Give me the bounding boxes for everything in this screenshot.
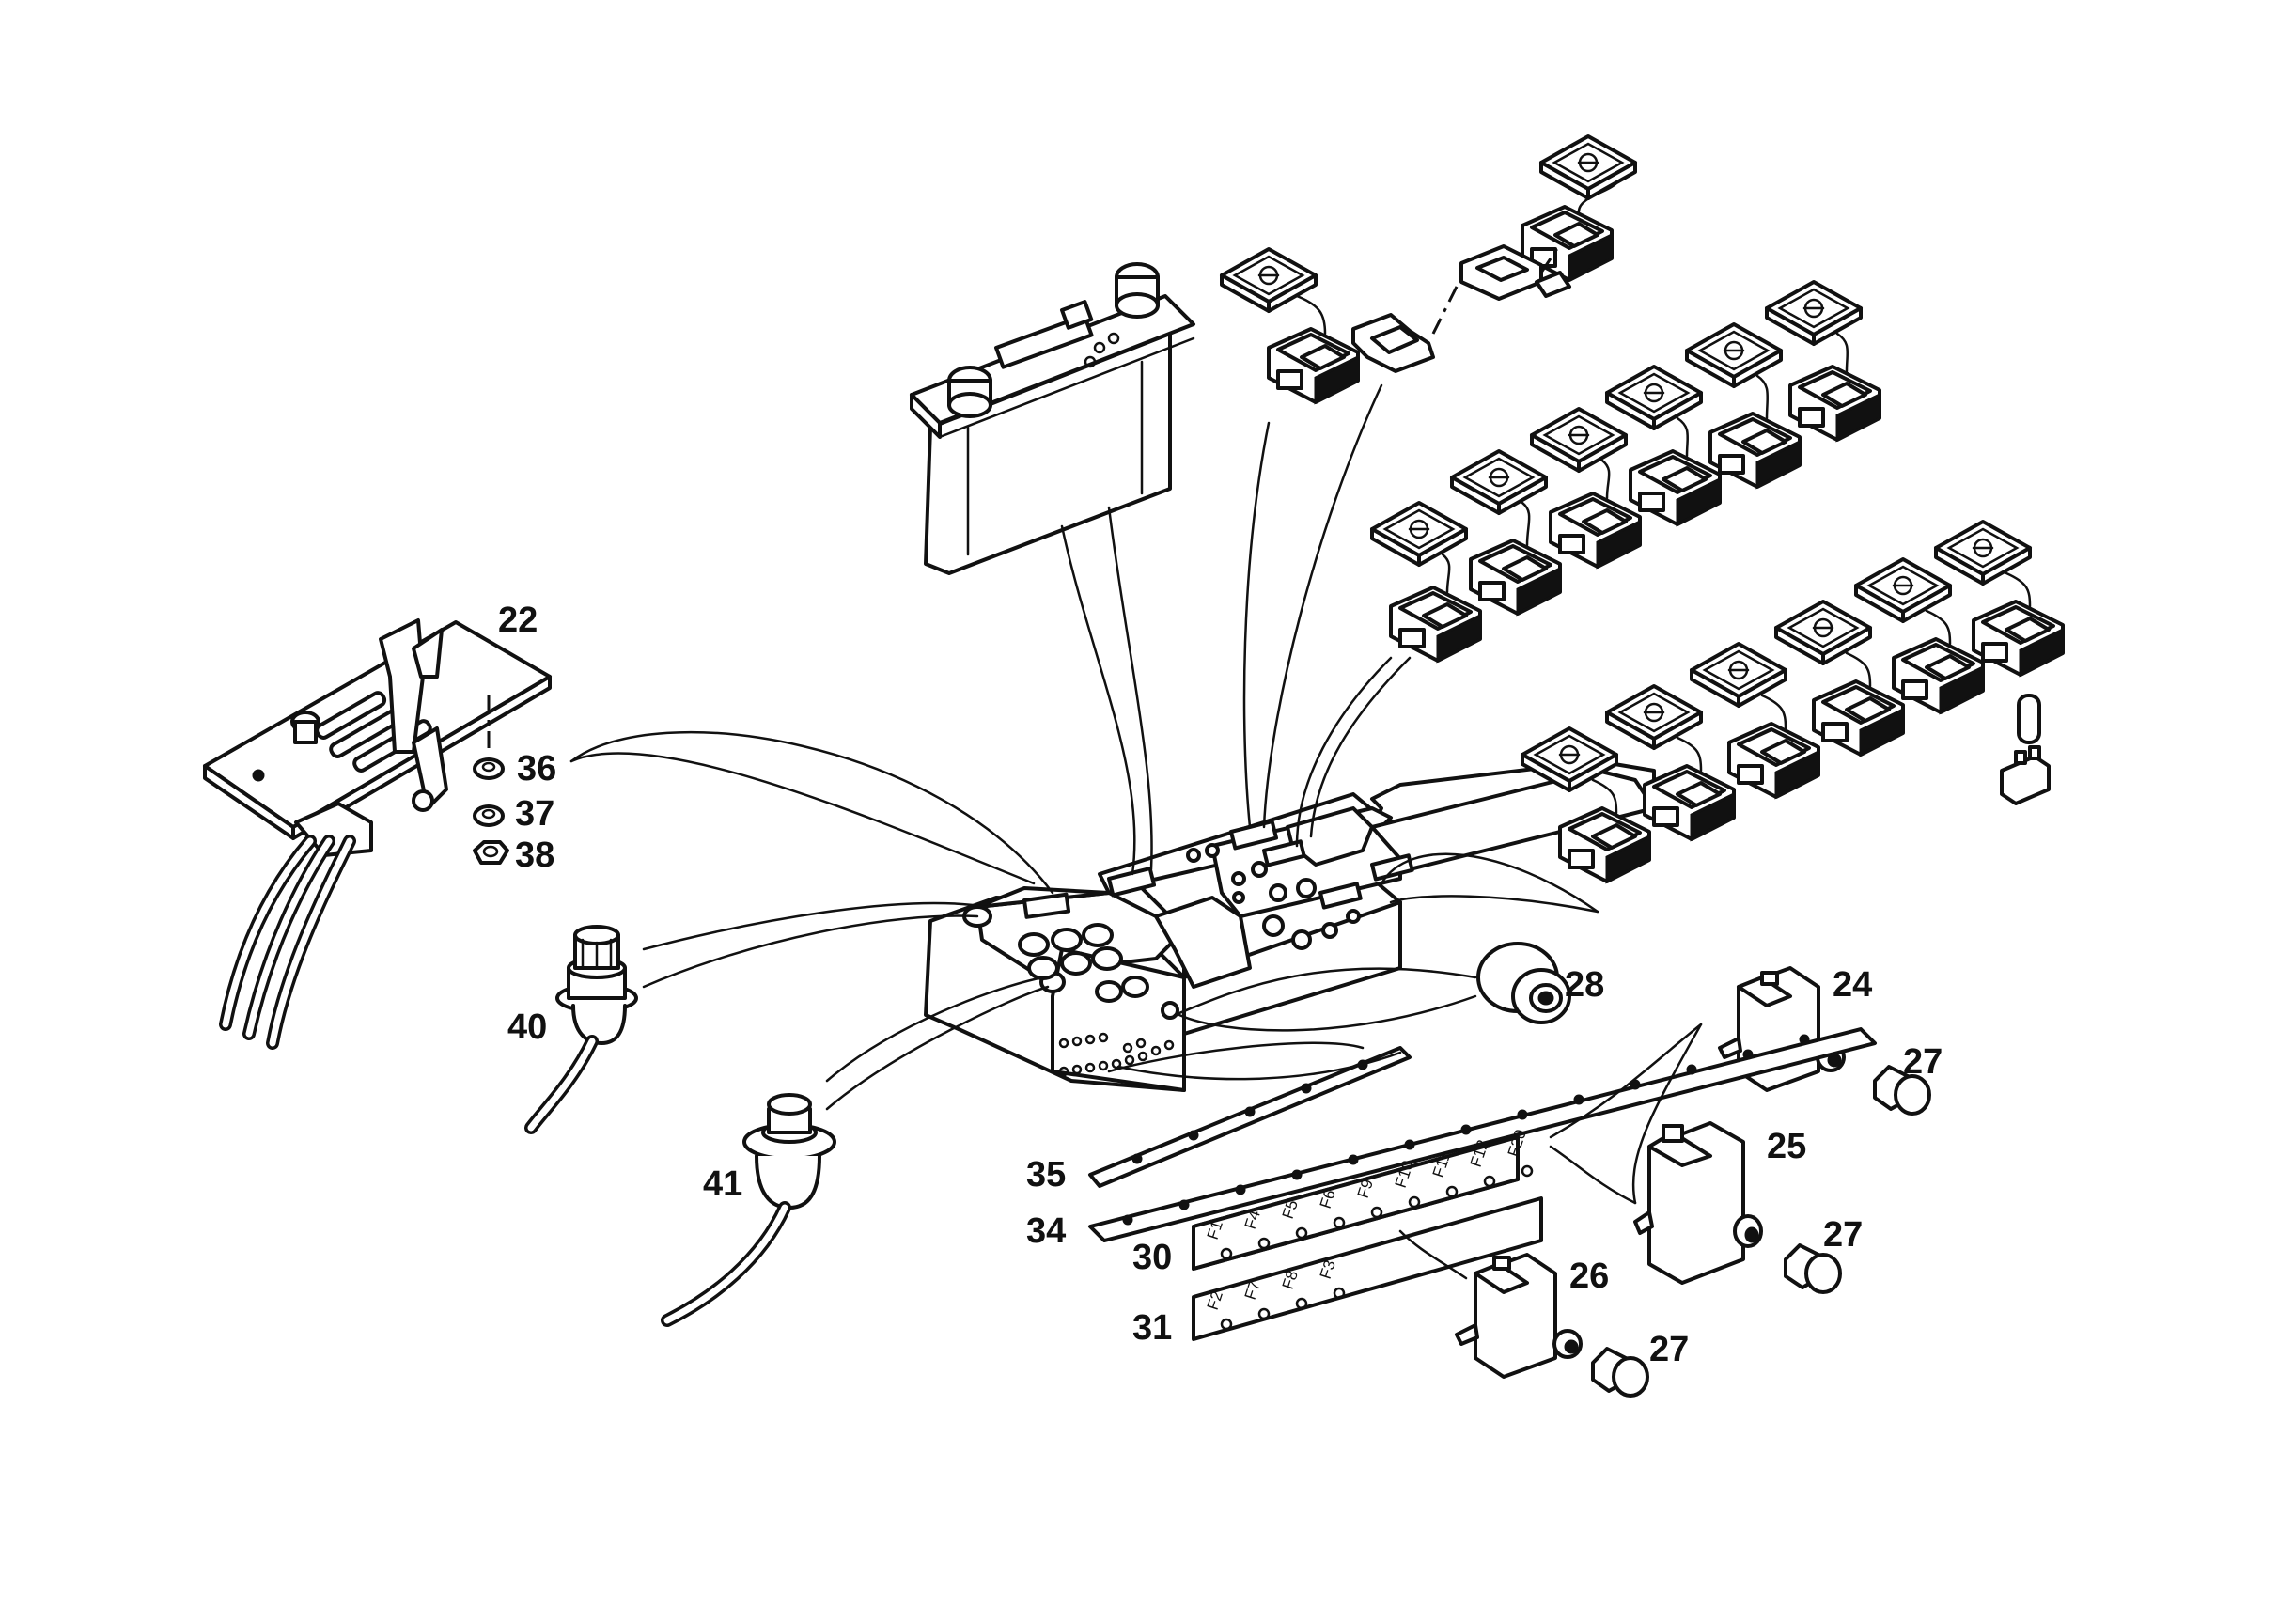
label-38: 38 bbox=[515, 835, 554, 875]
label-27-lower: 27 bbox=[1649, 1330, 1689, 1369]
fuse-socket bbox=[1333, 1287, 1346, 1300]
circuit-breaker-25 bbox=[1633, 1121, 1763, 1285]
leader-lines bbox=[570, 383, 1703, 1280]
cap-27-upper bbox=[1873, 1065, 1931, 1116]
label-24: 24 bbox=[1833, 965, 1872, 1005]
fuse-socket bbox=[1521, 1164, 1534, 1178]
rocker-switch bbox=[1267, 327, 1360, 405]
fuse-socket bbox=[1257, 1237, 1271, 1250]
fuse-socket bbox=[1257, 1307, 1271, 1320]
rocker-switch bbox=[1469, 539, 1562, 617]
bucket-icon bbox=[1690, 642, 1787, 708]
beacon-icon bbox=[1530, 407, 1628, 473]
rocker-switch bbox=[1389, 586, 1482, 664]
fuse-socket bbox=[1445, 1185, 1459, 1198]
rocker-switch bbox=[1558, 806, 1651, 884]
fuse-socket bbox=[1483, 1175, 1496, 1188]
fuse-socket bbox=[1408, 1195, 1421, 1209]
cap-27-middle bbox=[1784, 1243, 1842, 1294]
label-27-upper: 27 bbox=[1903, 1042, 1943, 1082]
left-right-arrow-icon bbox=[1934, 520, 2032, 586]
nut-38 bbox=[473, 840, 509, 865]
push-switch-41 bbox=[661, 1093, 836, 1327]
label-28: 28 bbox=[1565, 965, 1604, 1005]
rocker-switch bbox=[1629, 449, 1722, 527]
rocker-switch-groups bbox=[1220, 134, 2065, 884]
rocker-switch bbox=[1972, 600, 2065, 678]
indicator-light-28 bbox=[1476, 942, 1571, 1024]
washer-37 bbox=[473, 804, 505, 827]
rocker-switch bbox=[1788, 365, 1881, 443]
snowflake-icon bbox=[1765, 280, 1863, 346]
label-40: 40 bbox=[507, 1007, 547, 1047]
washer-36 bbox=[473, 757, 505, 780]
label-36: 36 bbox=[517, 749, 556, 789]
label-35: 35 bbox=[1026, 1155, 1066, 1195]
console-fuse-holes bbox=[1058, 1032, 1175, 1077]
fuse-strip-30-extended bbox=[1192, 1135, 1520, 1271]
fuse-socket bbox=[1220, 1247, 1233, 1260]
fuse-socket bbox=[1370, 1206, 1383, 1219]
hazard-symbol-icon bbox=[1220, 247, 1318, 313]
circuit-breaker-26 bbox=[1455, 1253, 1583, 1379]
console-housing bbox=[924, 759, 1656, 1092]
label-31: 31 bbox=[1132, 1308, 1172, 1348]
work-light-icon bbox=[1370, 501, 1468, 567]
instrument-module bbox=[910, 262, 1195, 575]
label-22: 22 bbox=[498, 601, 538, 640]
joystick-icon bbox=[1521, 726, 1618, 792]
rotary-switch-40 bbox=[524, 925, 638, 1134]
lamp-bulb-part bbox=[2000, 694, 2051, 805]
label-41: 41 bbox=[703, 1164, 742, 1204]
fuse-socket bbox=[1333, 1216, 1346, 1229]
label-37: 37 bbox=[515, 794, 554, 834]
strip-35 bbox=[1088, 1046, 1412, 1188]
fan-symbol-icon bbox=[1539, 134, 1637, 200]
lever-cables bbox=[219, 835, 356, 1050]
label-27-middle: 27 bbox=[1823, 1215, 1863, 1255]
rear-wiper-icon bbox=[1685, 322, 1783, 388]
rocker-switch bbox=[1812, 679, 1905, 757]
hitch-icon bbox=[1774, 600, 1872, 665]
fuse-socket bbox=[1295, 1297, 1308, 1310]
switch-frame-parts bbox=[1351, 243, 1571, 373]
label-25: 25 bbox=[1767, 1127, 1806, 1166]
rocker-switch bbox=[1892, 637, 1985, 715]
wiper-icon bbox=[1605, 365, 1703, 430]
rocker-switch bbox=[1708, 412, 1802, 490]
fuse-socket bbox=[1220, 1318, 1233, 1331]
boom-icon bbox=[1605, 684, 1703, 750]
cap-27-lower bbox=[1591, 1347, 1649, 1398]
label-26: 26 bbox=[1569, 1257, 1609, 1296]
label-30: 30 bbox=[1132, 1238, 1172, 1277]
label-34: 34 bbox=[1026, 1211, 1066, 1251]
strip-34 bbox=[1088, 1027, 1877, 1242]
fuse-strip-31 bbox=[1192, 1196, 1543, 1341]
headlight-icon bbox=[1450, 449, 1548, 515]
rocker-switch bbox=[1643, 764, 1736, 842]
fuse-socket bbox=[1295, 1226, 1308, 1240]
down-arrow-icon bbox=[1854, 557, 1952, 623]
rocker-switch bbox=[1727, 722, 1820, 800]
rocker-switch bbox=[1549, 492, 1642, 570]
part-labels: 22 36 37 38 40 41 28 24 27 25 27 26 27 3… bbox=[498, 601, 1943, 1369]
